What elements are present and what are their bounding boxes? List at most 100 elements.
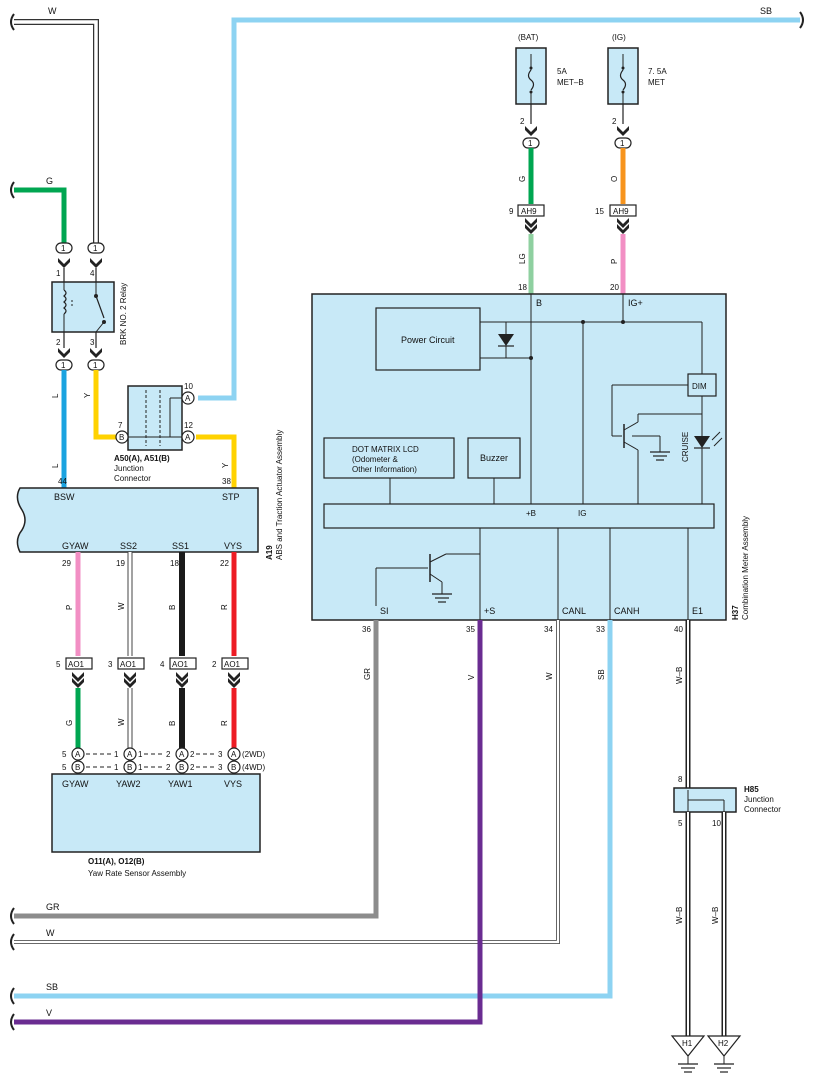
diagram-label: 2 — [612, 117, 617, 126]
diagram-label: H1 — [682, 1039, 693, 1048]
diagram-label: G — [65, 720, 74, 726]
diagram-label: DOT MATRIX LCD — [352, 445, 419, 454]
diagram-label: P — [610, 259, 619, 264]
diagram-label: Yaw Rate Sensor Assembly — [88, 869, 186, 878]
diagram-label: 5A — [557, 67, 567, 76]
diagram-label: GR — [363, 668, 372, 680]
diagram-label: Buzzer — [480, 453, 508, 463]
diagram-label: YAW2 — [116, 779, 141, 789]
diagram-label: SS1 — [172, 541, 189, 551]
diagram-label: BSW — [54, 492, 75, 502]
diagram-label: P — [65, 605, 74, 610]
diagram-label: 29 — [62, 559, 71, 568]
diagram-label: 1 — [93, 244, 98, 253]
wire-w-canl: W W — [10, 620, 560, 951]
relay-connector-top-right: 1 — [87, 242, 105, 268]
diagram-label: A — [75, 750, 81, 759]
diagram-label: A — [185, 433, 191, 442]
diagram-label: R — [220, 604, 229, 610]
diagram-label: 22 — [220, 559, 229, 568]
diagram-label: DIM — [692, 382, 707, 391]
internal-bus-block — [323, 503, 715, 529]
diagram-label: SB — [597, 669, 606, 680]
diagram-label: 5 — [56, 660, 61, 669]
diagram-label: 1 — [114, 763, 119, 772]
ground-h1: H1 — [670, 1035, 706, 1073]
diagram-label: 40 — [674, 625, 683, 634]
diagram-label: 5 — [62, 750, 67, 759]
diagram-label: AO1 — [120, 660, 137, 669]
combination-meter-assembly: 18 20 B IG+ Power Circuit DIM — [311, 283, 750, 621]
diagram-label: MET–B — [557, 78, 584, 87]
diagram-label: B — [168, 721, 177, 726]
diagram-label: B — [536, 298, 542, 308]
diagram-label: B — [168, 605, 177, 610]
diagram-label: L — [51, 393, 60, 398]
diagram-label: 2 — [190, 763, 195, 772]
diagram-label: A — [179, 750, 185, 759]
diagram-label: 1 — [61, 361, 66, 370]
diagram-label: 12 — [184, 421, 193, 430]
wire-wb-h1: W–B — [675, 812, 691, 1036]
junction-h85: H85 Junction Connector — [673, 785, 781, 814]
ao1-connector-ss1: AO1 4 — [160, 657, 197, 688]
wire-l: L L — [51, 370, 67, 488]
wire-g-left: G — [10, 176, 67, 244]
diagram-label: R — [220, 720, 229, 726]
diagram-label: A50(A), A51(B) — [114, 454, 170, 463]
diagram-label: LG — [518, 253, 527, 264]
yaw-rate-sensor-assembly: GYAW YAW2 YAW1 VYS O11(A), O12(B) Yaw Ra… — [51, 773, 261, 878]
diagram-label: 36 — [362, 625, 371, 634]
diagram-label: 8 — [678, 775, 683, 784]
diagram-label: O11(A), O12(B) — [88, 857, 145, 866]
diagram-label: 5 — [62, 763, 67, 772]
diagram-label: (IG) — [612, 33, 626, 42]
yaw-pin-row-a: 5 A 1 A 1 2 A 2 3 A (2WD) — [62, 747, 265, 761]
diagram-label: W–B — [675, 907, 684, 924]
diagram-label: Junction — [114, 464, 144, 473]
diagram-label: G — [518, 176, 527, 182]
diagram-label: 18 — [518, 283, 527, 292]
diagram-label: 35 — [466, 625, 475, 634]
diagram-label: 7. 5A — [648, 67, 667, 76]
diagram-label: CANL — [562, 606, 586, 616]
dot-matrix-lcd-block — [323, 437, 455, 479]
fuse-met-b: (BAT) 5A MET–B 2 1 — [515, 33, 584, 149]
diagram-label: CRUISE — [681, 432, 690, 462]
ao1-connector-ss2: AO1 3 — [108, 657, 145, 688]
diagram-label: 3 — [218, 750, 223, 759]
diagram-label: E1 — [692, 606, 703, 616]
diagram-label: B — [119, 433, 124, 442]
diagram-label: ABS and Traction Actuator Assembly — [275, 430, 284, 560]
diagram-label: 1 — [93, 361, 98, 370]
diagram-label: GYAW — [62, 779, 89, 789]
diagram-label: 1 — [61, 244, 66, 253]
diagram-label: Y — [83, 392, 92, 398]
diagram-label: AO1 — [68, 660, 85, 669]
diagram-label: (2WD) — [242, 750, 265, 759]
diagram-label: 33 — [596, 625, 605, 634]
diagram-label: L — [51, 463, 60, 468]
diagram-label: AH9 — [521, 207, 537, 216]
wire-gr: GR GR — [10, 620, 379, 925]
diagram-label: VYS — [224, 541, 242, 551]
ao1-connector-vys: AO1 2 — [212, 657, 249, 688]
diagram-label: H85 — [744, 785, 759, 794]
relay-pin-3: 3 — [90, 338, 95, 347]
diagram-label: SI — [380, 606, 389, 616]
wire-sb-top: SB — [198, 6, 804, 401]
yaw-pin-row-b: 5 B 1 B 1 2 B 2 3 B (4WD) — [62, 760, 265, 774]
diagram-label: V — [467, 674, 476, 680]
diagram-label: Junction — [744, 795, 774, 804]
diagram-label: A — [185, 394, 191, 403]
diagram-label: SS2 — [120, 541, 137, 551]
diagram-label: STP — [222, 492, 240, 502]
diagram-label: 19 — [116, 559, 125, 568]
diagram-label: W — [117, 718, 126, 726]
diagram-label: MET — [648, 78, 665, 87]
abs-actuator-assembly: 44 38 BSW STP GYAW SS2 SS1 VYS A19 ABS a… — [16, 430, 284, 560]
ah9-connector-right: AH9 15 — [595, 204, 637, 234]
diagram-label: AO1 — [224, 660, 241, 669]
diagram-label: Connector — [114, 474, 151, 483]
